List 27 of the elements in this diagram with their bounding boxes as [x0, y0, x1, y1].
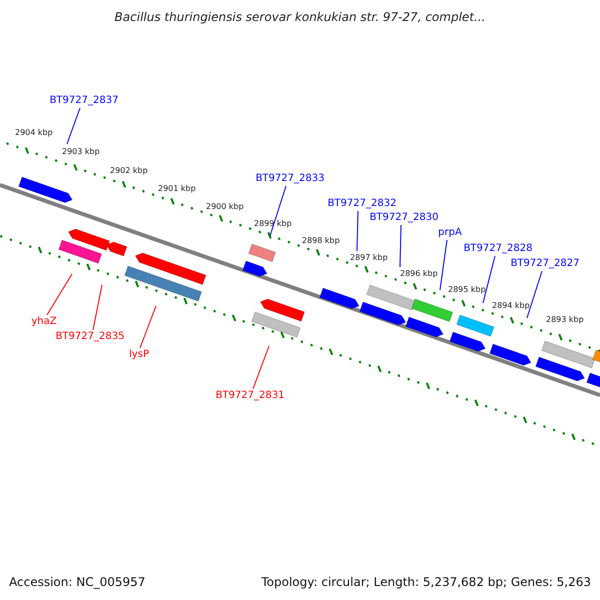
leader-line [66, 108, 80, 144]
leader-line [440, 240, 448, 290]
leader-line [140, 306, 156, 348]
accession-text: Accession: NC_005957 [9, 576, 146, 588]
leader-line [46, 274, 72, 316]
leader-line [482, 256, 496, 304]
genome-stats-text: Topology: circular; Length: 5,237,682 bp; Genes: 5,263 [261, 576, 591, 588]
gene-label: BT9727_2837 [50, 96, 118, 106]
leader-line [92, 284, 102, 330]
leader-line [400, 224, 402, 268]
scale-label: 2893 kbp [546, 316, 584, 324]
title: Bacillus thuringiensis serovar konkukian str. 97-27, complet... [114, 11, 486, 23]
leader-line [526, 270, 542, 318]
scale-label: 2895 kbp [448, 286, 486, 294]
genome-map-drawing [0, 142, 600, 446]
scale-label: 2898 kbp [302, 237, 340, 245]
scale-label: 2900 kbp [206, 203, 244, 211]
scale-label: 2894 kbp [492, 302, 530, 310]
leader-line [252, 346, 270, 390]
scale-label: 2901 kbp [158, 185, 196, 193]
scale-label: 2903 kbp [62, 148, 100, 156]
leader-line [356, 210, 358, 252]
scale-label: 2902 kbp [110, 167, 148, 175]
scale-label: 2896 kbp [400, 270, 438, 278]
scale-label: 2899 kbp [254, 220, 292, 228]
leader-line [270, 186, 286, 236]
scale-label: 2897 kbp [350, 254, 388, 262]
